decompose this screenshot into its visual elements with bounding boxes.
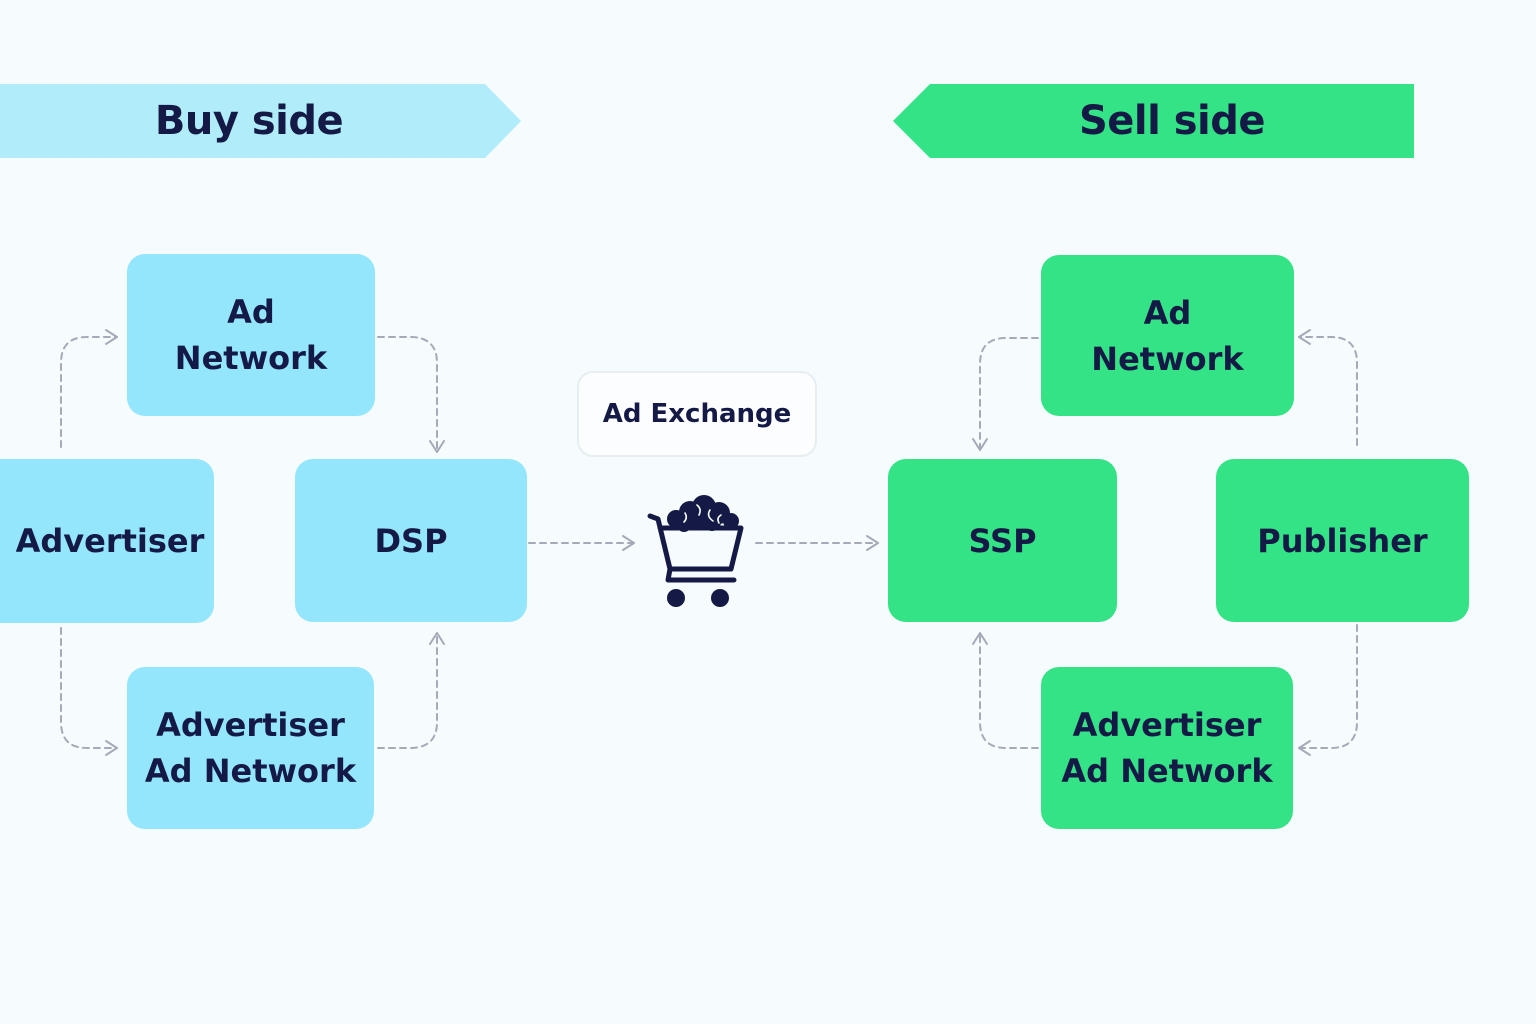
buy-side-banner [0, 84, 521, 158]
connector-advertiser-to-advertiser-ad-network [60, 627, 118, 756]
buy-ad-network-node: Ad Network [127, 254, 375, 416]
buy-side-title: Buy side [154, 98, 344, 144]
connector-advertiser-ad-network-to-ssp [972, 632, 1039, 749]
advertiser-node: Advertiser [0, 459, 214, 623]
shopping-cart-icon [647, 495, 744, 607]
sell-advertiser-ad-network-line-2: Ad Network [1061, 752, 1273, 790]
sell-advertiser-ad-network-node: Advertiser Ad Network [1041, 667, 1293, 829]
publisher-label: Publisher [1257, 521, 1428, 560]
buy-ad-network-line-1: Ad [227, 293, 275, 331]
buy-advertiser-ad-network-line-2: Ad Network [144, 752, 357, 790]
ssp-node: SSP [888, 459, 1117, 622]
ad-exchange-box: Ad Exchange [577, 371, 817, 457]
buy-advertiser-ad-network-line-1: Advertiser [156, 706, 345, 744]
connector-advertiser-to-ad-network [60, 329, 118, 448]
sell-side-banner [893, 84, 1414, 158]
sell-ad-network-line-2: Network [1091, 339, 1244, 378]
buy-advertiser-ad-network-node: Advertiser Ad Network [127, 667, 374, 829]
advertiser-label: Advertiser [15, 522, 205, 560]
connector-publisher-to-ad-network [1298, 329, 1358, 446]
connector-ad-network-to-ssp [972, 337, 1039, 451]
sell-ad-network-node: Ad Network [1041, 255, 1294, 416]
ssp-label: SSP [968, 521, 1037, 560]
sell-side-title: Sell side [1078, 98, 1266, 144]
buy-ad-network-line-2: Network [174, 339, 328, 377]
sell-advertiser-ad-network-line-1: Advertiser [1072, 706, 1262, 744]
dsp-label: DSP [374, 521, 448, 560]
publisher-node: Publisher [1216, 459, 1469, 622]
connector-publisher-to-advertiser-ad-network [1298, 624, 1358, 756]
connector-ad-network-to-dsp [377, 336, 445, 453]
ad-exchange-label: Ad Exchange [602, 399, 792, 429]
dsp-node: DSP [295, 459, 527, 622]
sell-ad-network-line-1: Ad [1143, 293, 1192, 332]
connector-advertiser-ad-network-to-dsp [377, 632, 445, 749]
